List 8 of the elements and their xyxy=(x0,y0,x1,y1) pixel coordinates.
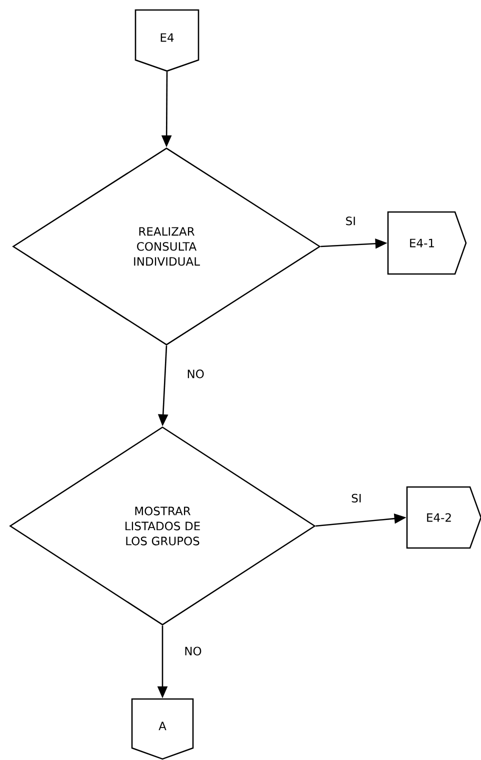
off-page-connector: E4-2 xyxy=(406,486,481,549)
edge-label: NO xyxy=(186,368,206,380)
off-page-connector: E4-1 xyxy=(387,211,467,275)
edge-label: SI xyxy=(350,492,363,504)
edge-label: NO xyxy=(183,646,203,656)
off-page-connector: A xyxy=(131,698,194,760)
edge-label: SI xyxy=(344,216,357,226)
off-page-connector: E4 xyxy=(134,9,200,72)
